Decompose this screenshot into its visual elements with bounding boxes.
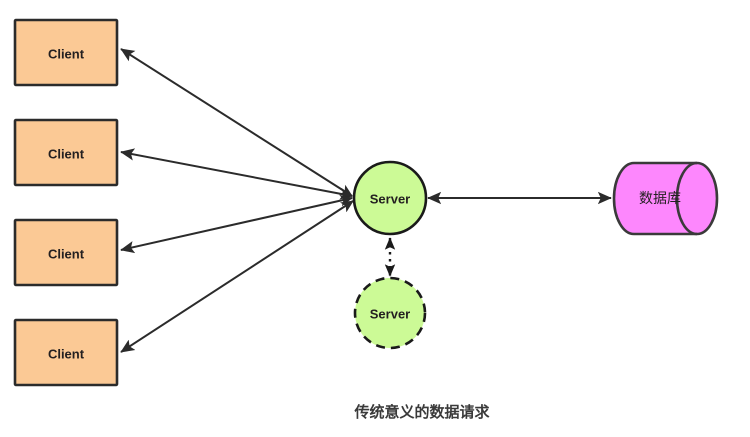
server-primary-circle[interactable] [352, 160, 428, 236]
client-2-box[interactable] [13, 118, 119, 187]
node-server-primary[interactable]: Server [352, 160, 428, 236]
server-backup-circle[interactable] [353, 276, 427, 350]
node-layer: Client Client Client Client Server [13, 18, 719, 387]
client-4-box[interactable] [13, 318, 119, 387]
client-1-label: Client [48, 47, 85, 62]
edge-server-client-2[interactable] [120, 148, 354, 200]
node-client-3[interactable]: Client [13, 218, 119, 287]
client-1-box[interactable] [13, 18, 119, 87]
database-label: 数据库 [639, 191, 681, 207]
node-database[interactable]: 数据库 [612, 161, 719, 236]
client-3-box[interactable] [13, 218, 119, 287]
node-server-backup[interactable]: Server [353, 276, 427, 350]
edge-layer [120, 48, 612, 353]
client-3-label: Client [48, 247, 85, 262]
client-4-label: Client [48, 347, 85, 362]
server-backup-label: Server [370, 307, 410, 322]
diagram-caption: 传统意义的数据请求 [353, 403, 490, 421]
edge-server-client-4[interactable] [120, 200, 354, 353]
database-cylinder-cap [675, 161, 698, 236]
node-client-4[interactable]: Client [13, 318, 119, 387]
server-primary-label: Server [370, 192, 410, 207]
client-2-label: Client [48, 147, 85, 162]
node-client-2[interactable]: Client [13, 118, 119, 187]
node-client-1[interactable]: Client [13, 18, 119, 87]
